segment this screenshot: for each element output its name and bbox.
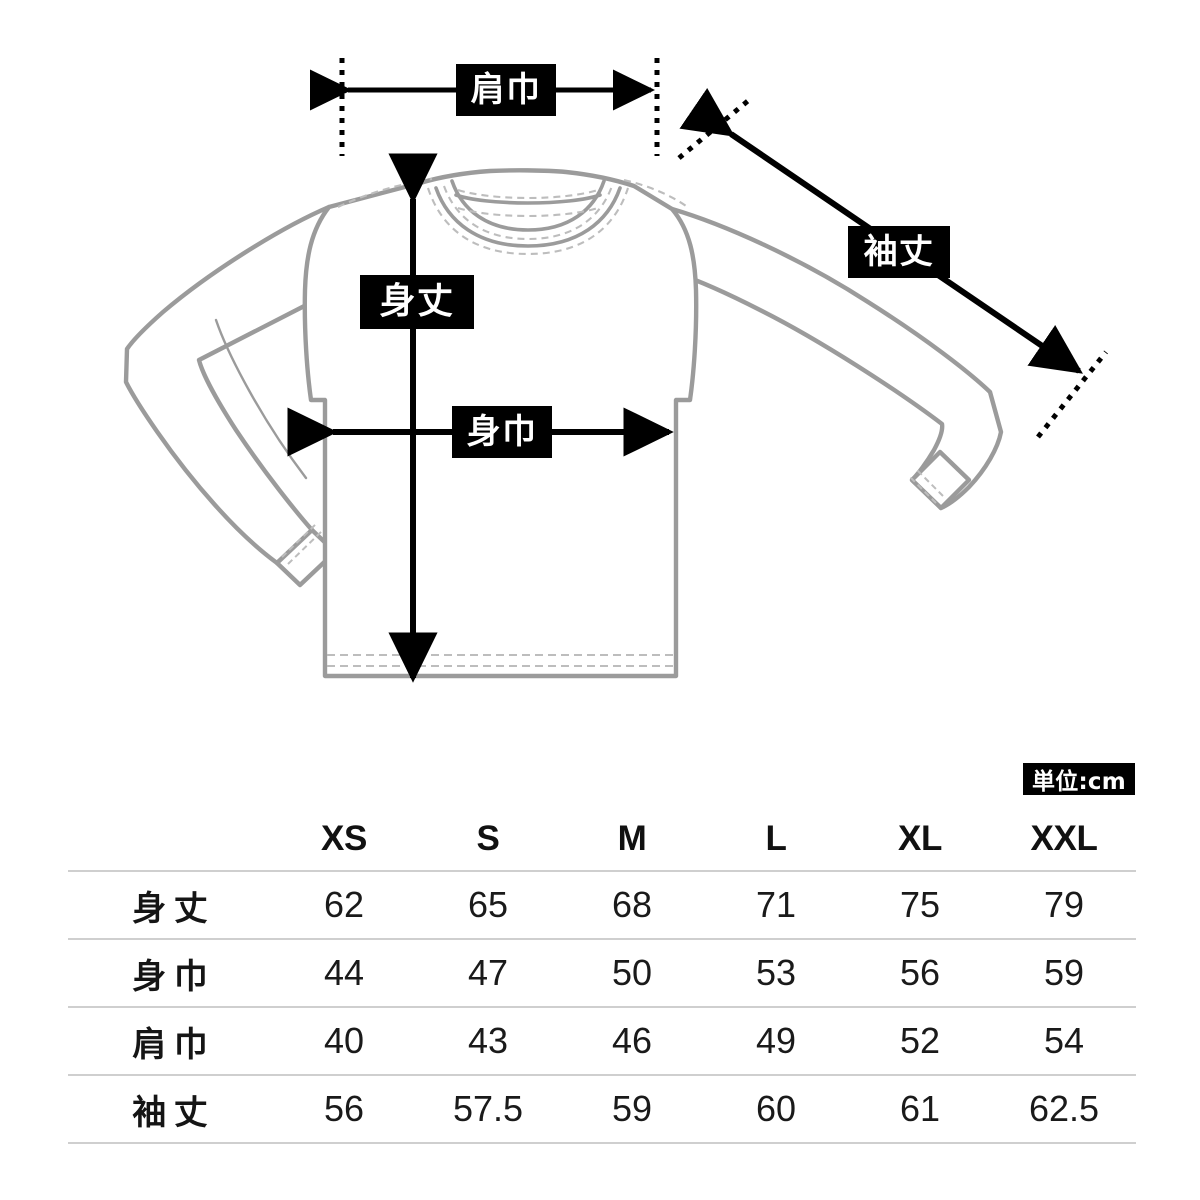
- collar-inner: [450, 179, 606, 232]
- left-cuff-stitch-b: [287, 530, 323, 565]
- cell-shoulder-width-xl: 52: [899, 1020, 941, 1061]
- row-label-body-width: 身巾: [132, 956, 216, 997]
- collar-stitch-outer: [427, 187, 629, 256]
- neckband-stitch-a: [457, 206, 599, 218]
- table-row: 袖丈 56 57.5 59 60 61 62.5: [68, 1075, 1136, 1143]
- header-size-xxl: XXL: [1030, 819, 1098, 858]
- cell-body-length-xxl: 79: [1043, 884, 1085, 925]
- cell-body-length-l: 71: [755, 884, 797, 925]
- neckband-top: [454, 193, 602, 205]
- collar-stitching: [427, 185, 629, 256]
- collar: [434, 179, 622, 248]
- label-shoulder-width: 肩巾: [456, 64, 556, 116]
- cuff-stitching: [281, 467, 944, 565]
- cell-sleeve-length-xxl: 62.5: [1028, 1088, 1100, 1129]
- row-label-sleeve-length: 袖丈: [132, 1092, 216, 1133]
- cell-body-width-xl: 56: [899, 952, 941, 993]
- garment-diagram: [123, 58, 1108, 683]
- cell-shoulder-width-xxl: 54: [1043, 1020, 1085, 1061]
- collar-stitch-mid: [443, 185, 613, 241]
- row-label-shoulder-width: 肩巾: [132, 1024, 216, 1065]
- header-size-xs: XS: [321, 819, 367, 858]
- cell-sleeve-length-l: 60: [755, 1088, 797, 1129]
- cell-body-width-m: 50: [611, 952, 653, 993]
- cell-body-width-xs: 44: [323, 952, 365, 993]
- header-size-m: M: [617, 819, 647, 858]
- cell-sleeve-length-m: 59: [611, 1088, 653, 1129]
- cell-body-length-xs: 62: [323, 884, 365, 925]
- cell-body-length-m: 68: [611, 884, 653, 925]
- cell-sleeve-length-xl: 61: [899, 1088, 941, 1129]
- cell-shoulder-width-m: 46: [611, 1020, 653, 1061]
- hem-stitching: [327, 653, 674, 668]
- cell-sleeve-length-xs: 56: [323, 1088, 365, 1129]
- label-body-width: 身巾: [452, 406, 552, 458]
- cell-shoulder-width-s: 43: [467, 1020, 509, 1061]
- table-row: 身丈 62 65 68 71 75 79: [68, 871, 1136, 939]
- left-cuff-stitch-a: [281, 523, 317, 558]
- header-size-s: S: [476, 819, 500, 858]
- size-table: XS S M L XL XXL 身丈 62 65 68 71 75 79 身巾 …: [68, 808, 1136, 1144]
- header-size-l: L: [765, 819, 787, 858]
- sleeve-fold-lines: [214, 318, 308, 480]
- cell-shoulder-width-l: 49: [755, 1020, 797, 1061]
- table-row: 身巾 44 47 50 53 56 59: [68, 939, 1136, 1007]
- header-size-xl: XL: [897, 819, 943, 858]
- label-sleeve-length: 袖丈: [848, 226, 950, 278]
- sleeve-guide-top: [677, 98, 751, 160]
- left-arm-fold: [214, 318, 308, 480]
- cell-shoulder-width-xs: 40: [323, 1020, 365, 1061]
- header-corner: [68, 808, 272, 871]
- right-cuff-stitch-b: [914, 467, 944, 497]
- unit-badge: 単位:cm: [1023, 763, 1135, 795]
- cell-body-length-s: 65: [467, 884, 509, 925]
- cell-body-width-xxl: 59: [1043, 952, 1085, 993]
- neckband-stitch-b: [457, 188, 599, 200]
- cell-sleeve-length-s: 57.5: [452, 1088, 524, 1129]
- label-body-length: 身丈: [360, 275, 474, 329]
- row-label-body-length: 身丈: [132, 888, 216, 929]
- collar-outer: [434, 186, 622, 248]
- right-cuff: [909, 449, 972, 511]
- table-header-row: XS S M L XL XXL: [68, 808, 1136, 871]
- right-cuff-stitch-a: [907, 474, 937, 504]
- cell-body-length-xl: 75: [899, 884, 941, 925]
- left-sleeve: [123, 204, 332, 566]
- table-row: 肩巾 40 43 46 49 52 54: [68, 1007, 1136, 1075]
- cell-body-width-l: 53: [755, 952, 797, 993]
- cell-body-width-s: 47: [467, 952, 509, 993]
